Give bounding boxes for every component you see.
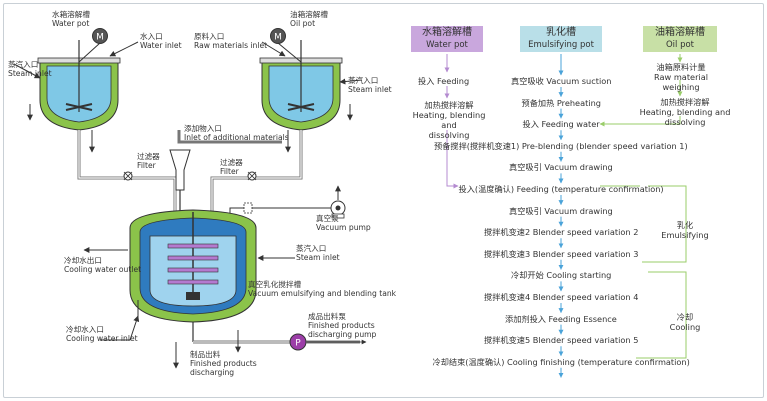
process-step: 预备搅拌(搅拌机变速1) Pre-blending (blender speed…	[434, 140, 688, 151]
process-step: 搅拌机变速2 Blender speed variation 2	[484, 227, 639, 238]
process-step: 预备加热 Preheating	[521, 97, 601, 108]
water-heating: 加热搅拌溶解 Heating, blending and dissolving	[412, 100, 486, 140]
process-step: 真空吸引 Vacuum drawing	[509, 205, 613, 216]
process-step: 搅拌机变速3 Blender speed variation 3	[484, 248, 639, 259]
oil-heating: 加热搅拌溶解 Heating, blending and dissolving	[639, 97, 731, 127]
process-step: 真空吸引 Vacuum drawing	[509, 162, 613, 173]
process-step: 冷却结束(温度确认) Cooling finishing (temperatur…	[432, 356, 690, 367]
water-feeding: 投入 Feeding	[418, 76, 470, 86]
process-step: 搅拌机变速5 Blender speed variation 5	[484, 335, 639, 346]
process-step: 冷却开始 Cooling starting	[511, 270, 612, 281]
process-step: 投入 Feeding water	[522, 119, 600, 130]
process-step: 搅拌机变速4 Blender speed variation 4	[484, 292, 639, 302]
process-step: 真空吸收 Vacuum suction	[511, 76, 612, 86]
process-step: 添加剂投入 Feeding Essence	[505, 313, 617, 324]
oil-weighing: 油箱原料计量 Raw material weighing	[654, 62, 708, 92]
process-step: 投入(温度确认) Feeding (temperature confirmati…	[458, 184, 664, 194]
